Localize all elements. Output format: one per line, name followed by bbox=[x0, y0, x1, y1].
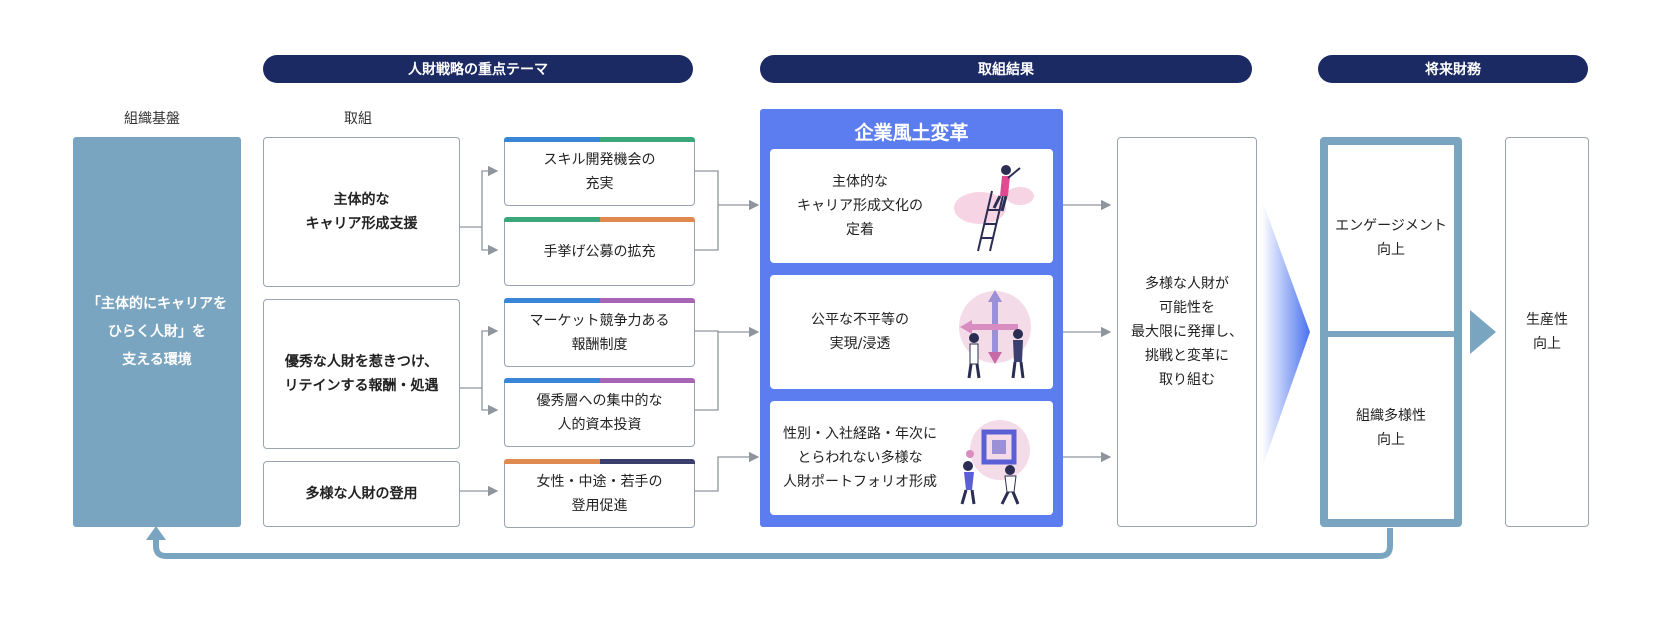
color-segment bbox=[599, 137, 695, 142]
initiative-label: 手挙げ公募の拡充 bbox=[543, 243, 656, 260]
initiative-competitive-pay: マーケット競争力ある 報酬制度 bbox=[504, 298, 695, 367]
culture-item-text: 公平な不平等の 実現/浸透 bbox=[811, 312, 909, 352]
color-segment bbox=[599, 459, 695, 464]
foundation-environment-box: 「主体的にキャリアを ひらく人財」を 支える環境 bbox=[73, 137, 241, 527]
color-bar bbox=[504, 459, 695, 464]
initiatives-label: 取組 bbox=[344, 111, 372, 127]
initiative-label: 女性・中途・若手の 登用促進 bbox=[536, 473, 663, 514]
puzzle-people-illustration bbox=[960, 420, 1030, 505]
color-segment bbox=[504, 298, 600, 303]
color-segment bbox=[599, 298, 695, 303]
culture-item-text: 性別・入社経路・年次に とらわれない多様な 人財ポートフォリオ形成 bbox=[783, 426, 937, 490]
foundation-label: 組織基盤 bbox=[124, 111, 180, 127]
initiative-skill-development: スキル開発機会の 充実 bbox=[504, 137, 695, 206]
future-header: 将来財務 bbox=[1318, 55, 1588, 83]
color-segment bbox=[504, 459, 600, 464]
strategy-header: 人財戦略の重点テーマ bbox=[263, 55, 693, 83]
color-bar bbox=[504, 298, 695, 303]
initiative-open-recruitment: 手挙げ公募の拡充 bbox=[504, 217, 695, 286]
initiative-label: 優秀層への集中的な 人的資本投資 bbox=[536, 392, 663, 433]
arrows-people-illustration bbox=[959, 290, 1031, 379]
diversity-improvement: 組織多様性 向上 bbox=[1356, 408, 1426, 448]
initiative-talent-investment: 優秀層への集中的な 人的資本投資 bbox=[504, 378, 695, 447]
future-financial-frame: エンゲージメント 向上 組織多様性 向上 bbox=[1320, 137, 1462, 527]
culture-item-fairness: 公平な不平等の 実現/浸透 bbox=[770, 275, 1053, 389]
initiative-label: マーケット競争力ある 報酬制度 bbox=[529, 312, 670, 353]
theme-compensation: 優秀な人財を惹きつけ、 リテインする報酬・処遇 bbox=[263, 299, 460, 449]
culture-item-diversity: 性別・入社経路・年次に とらわれない多様な 人財ポートフォリオ形成 bbox=[770, 401, 1053, 515]
initiative-promotion: 女性・中途・若手の 登用促進 bbox=[504, 459, 695, 528]
culture-item-career: 主体的な キャリア形成文化の 定着 bbox=[770, 149, 1053, 263]
culture-transformation-panel: 企業風土変革 主体的な キャリア形成文化の 定着 公平な不平等の 実現/浸透 bbox=[760, 109, 1063, 527]
outcome-box: 多様な人財が 可能性を 最大限に発揮し、 挑戦と変革に 取り組む bbox=[1117, 137, 1257, 527]
color-segment bbox=[599, 217, 695, 222]
color-bar bbox=[504, 137, 695, 142]
initiative-label: スキル開発機会の 充実 bbox=[543, 151, 656, 192]
productivity-box: 生産性 向上 bbox=[1505, 137, 1589, 527]
culture-title: 企業風土変革 bbox=[854, 122, 969, 144]
theme-diverse-talent: 多様な人財の登用 bbox=[263, 461, 460, 527]
frame-divider bbox=[1320, 331, 1462, 337]
results-header: 取組結果 bbox=[760, 55, 1252, 83]
color-bar bbox=[504, 217, 695, 222]
color-segment bbox=[504, 137, 600, 142]
color-segment bbox=[599, 378, 695, 383]
engagement-improvement: エンゲージメント 向上 bbox=[1335, 218, 1447, 258]
color-segment bbox=[504, 378, 600, 383]
color-bar bbox=[504, 378, 695, 383]
theme-career-support: 主体的な キャリア形成支援 bbox=[263, 137, 460, 287]
ladder-climber-illustration bbox=[954, 165, 1034, 252]
culture-item-text: 主体的な キャリア形成文化の 定着 bbox=[797, 174, 923, 238]
color-segment bbox=[504, 217, 600, 222]
